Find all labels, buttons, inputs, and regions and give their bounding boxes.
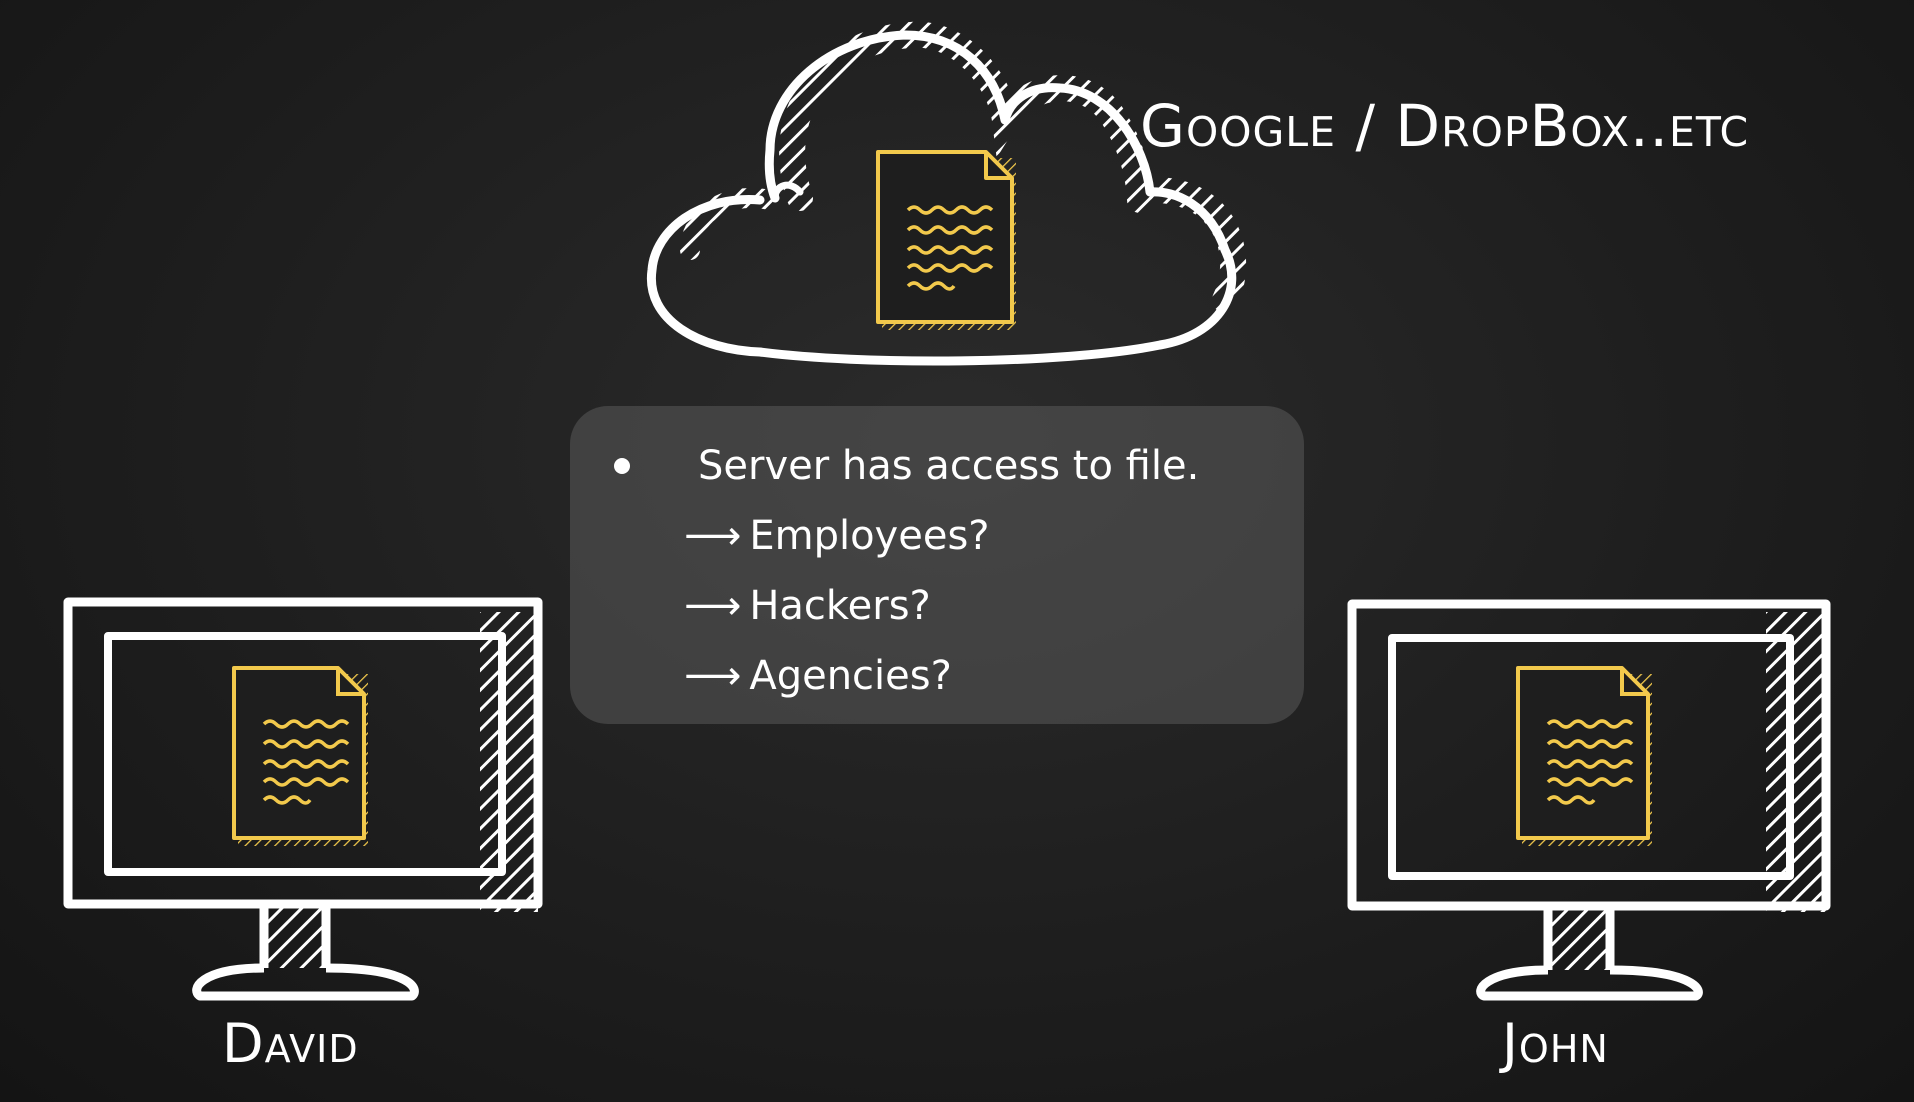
- john-document-icon: [1516, 666, 1652, 846]
- list-item-text: Employees?: [749, 513, 990, 559]
- computer-david-icon: [63, 597, 543, 1001]
- bullet-dot-icon: [614, 458, 630, 474]
- cloud: [646, 21, 1247, 366]
- list-item: ⟶ Employees?: [684, 508, 990, 564]
- arrow-right-icon: ⟶: [684, 583, 742, 629]
- list-item: ⟶ Hackers?: [684, 578, 931, 634]
- computer-john-icon: [1347, 599, 1831, 1001]
- computer-label-john: John: [1502, 1012, 1609, 1075]
- computer-label-david: David: [222, 1012, 359, 1075]
- list-item-text: Agencies?: [749, 653, 952, 699]
- bullet-row: Server has access to file.: [570, 438, 1199, 494]
- david-document-icon: [232, 666, 368, 846]
- info-box: Server has access to file. ⟶ Employees? …: [570, 406, 1304, 724]
- arrow-right-icon: ⟶: [684, 653, 742, 699]
- list-item-text: Hackers?: [749, 583, 931, 629]
- bullet-text: Server has access to file.: [698, 443, 1200, 489]
- cloud-label: Google / DropBox..etc: [1140, 92, 1750, 160]
- arrow-right-icon: ⟶: [684, 513, 742, 559]
- cloud-document-icon: [876, 150, 1016, 330]
- list-item: ⟶ Agencies?: [684, 648, 952, 704]
